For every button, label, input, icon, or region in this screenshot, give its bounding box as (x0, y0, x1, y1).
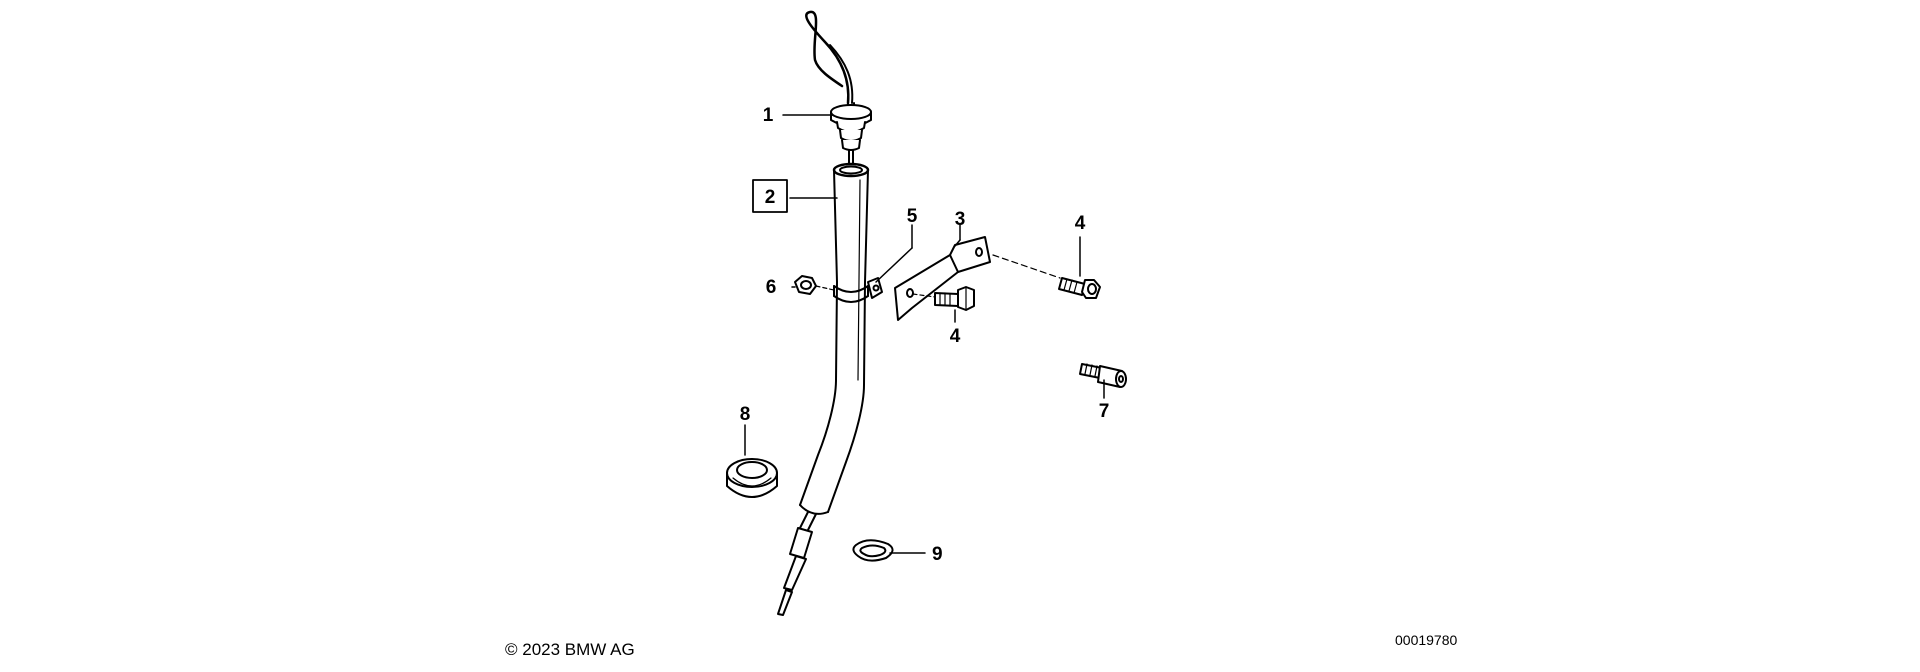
dipstick-handle (805, 10, 855, 113)
callout-8: 8 (740, 404, 751, 425)
part-4-bolt-lower (912, 286, 975, 311)
part-8-grommet (726, 458, 778, 498)
callout-2: 2 (765, 187, 776, 208)
callout-2-box (752, 179, 788, 213)
dipstick-rod (777, 511, 817, 616)
callout-3: 3 (955, 209, 966, 230)
callout-1: 1 (763, 105, 774, 126)
leader-lines (744, 114, 1105, 554)
callout-9: 9 (932, 544, 943, 565)
copyright-notice: © 2023 BMW AG (505, 640, 635, 659)
callout-7: 7 (1099, 401, 1110, 422)
drawing-number: 00019780 (1395, 632, 1458, 648)
callout-6: 6 (766, 277, 777, 298)
part-2-guide-tube (799, 162, 870, 515)
callout-5: 5 (907, 206, 918, 227)
part-6-nut (794, 275, 835, 295)
part-3-bracket (894, 236, 991, 321)
callout-4-lower: 4 (950, 326, 961, 347)
part-9-washer (852, 539, 894, 562)
part-7-spacer-stud (1079, 363, 1127, 388)
callout-4-upper: 4 (1075, 213, 1086, 234)
part-4-bolt-upper (992, 254, 1101, 299)
part-5-clamp (867, 277, 883, 299)
part-1-seal-plug (830, 104, 872, 167)
